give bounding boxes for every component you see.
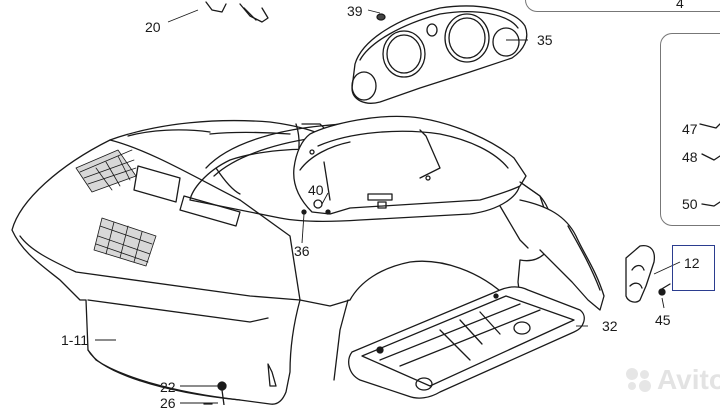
callout-45: 45 xyxy=(655,312,671,328)
callout-40: 40 xyxy=(308,182,324,198)
callout-4: 4 xyxy=(676,0,684,11)
callout-35: 35 xyxy=(537,32,553,48)
side-parts-frame xyxy=(660,33,720,226)
highlight-box-12 xyxy=(672,245,715,291)
avito-logo-icon xyxy=(626,368,654,392)
part-45-screw xyxy=(658,283,671,296)
callout-26: 26 xyxy=(160,395,176,411)
callout-36: 36 xyxy=(294,243,310,259)
callout-20: 20 xyxy=(145,19,161,35)
avito-watermark-text: Avito xyxy=(657,364,720,395)
leader-lines xyxy=(95,9,681,404)
callout-12: 12 xyxy=(684,255,700,271)
mesh-grilles xyxy=(75,149,157,267)
part-12-bracket xyxy=(625,244,656,303)
callout-47: 47 xyxy=(682,121,698,137)
part-39-fastener xyxy=(376,13,386,21)
callout-48: 48 xyxy=(682,149,698,165)
top-parts-frame xyxy=(525,0,720,12)
side-panel-parts xyxy=(699,123,720,207)
callout-1-11: 1-11 xyxy=(61,332,88,348)
avito-watermark: Avito xyxy=(626,364,720,396)
callout-50: 50 xyxy=(682,196,698,212)
callout-39: 39 xyxy=(347,3,363,19)
callout-32: 32 xyxy=(602,318,618,334)
part-32-tray xyxy=(348,286,585,399)
callout-22: 22 xyxy=(160,379,176,395)
part-35-gauge-panel xyxy=(351,5,528,104)
part-1-11-fairing xyxy=(11,115,605,405)
part-20-bracket xyxy=(205,1,269,23)
